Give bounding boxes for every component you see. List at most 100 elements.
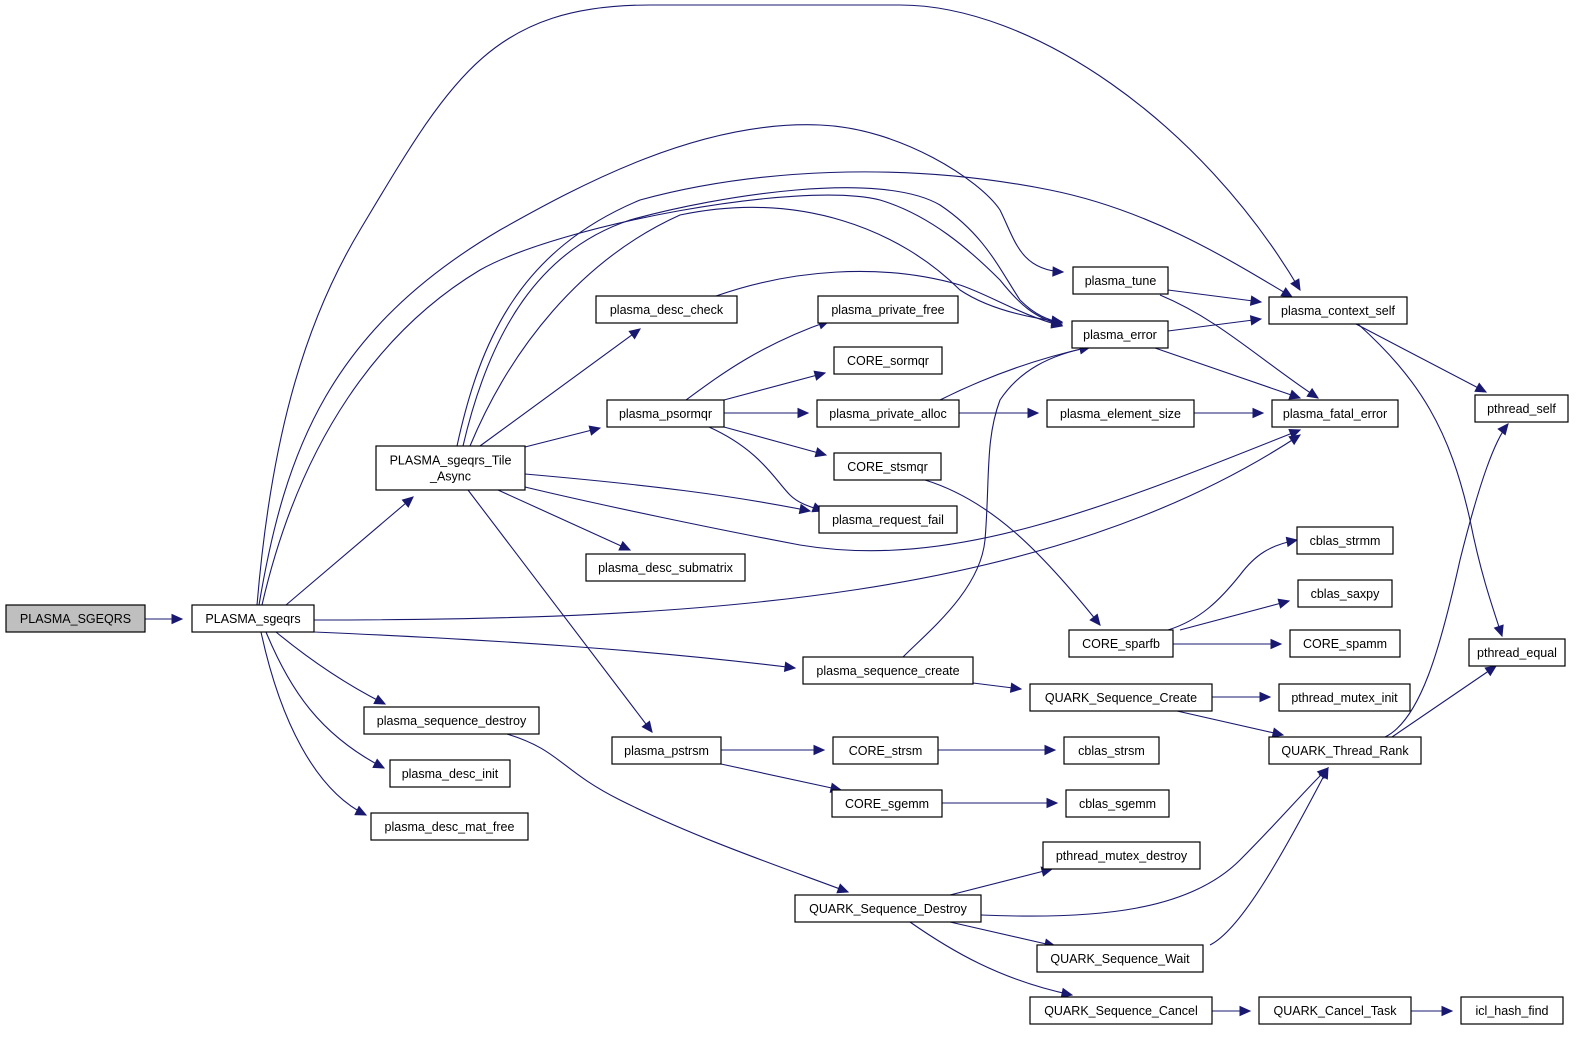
node-box[interactable] [370, 812, 529, 841]
node-plasma-tune[interactable]: plasma_tune [1072, 266, 1169, 295]
node-plasma-fatal-error[interactable]: plasma_fatal_error [1271, 399, 1399, 428]
node-pthread-equal[interactable]: pthread_equal [1468, 638, 1566, 667]
node-quark-sequence-cancel[interactable]: QUARK_Sequence_Cancel [1029, 996, 1213, 1025]
node-label: cblas_strmm [1310, 534, 1381, 548]
edge-line [924, 479, 1101, 626]
node-plasma-desc-mat-free[interactable]: plasma_desc_mat_free [370, 812, 529, 841]
node-box[interactable] [817, 295, 959, 324]
node-label: plasma_request_fail [832, 513, 944, 527]
node-box[interactable] [831, 789, 943, 818]
edge-plasma_pstrsm-to-CORE_sgemm [720, 763, 843, 793]
node-core-strsm[interactable]: CORE_strsm [832, 736, 939, 765]
node-box[interactable] [1029, 683, 1213, 712]
node-quark-sequence-create[interactable]: QUARK_Sequence_Create [1029, 683, 1213, 712]
node-cblas-sgemm[interactable]: cblas_sgemm [1065, 789, 1170, 818]
node-plasma-psormqr[interactable]: plasma_psormqr [606, 399, 725, 428]
arrowhead-icon [1052, 266, 1065, 277]
node-box[interactable] [1271, 399, 1399, 428]
node-box[interactable] [833, 346, 943, 375]
node-box[interactable] [794, 894, 982, 923]
node-plasma-element-size[interactable]: plasma_element_size [1046, 399, 1195, 428]
node-box[interactable] [389, 759, 511, 788]
arrowhead-icon [401, 496, 414, 508]
node-box[interactable] [1036, 944, 1204, 973]
node-box[interactable] [611, 736, 722, 765]
node-plasma-request-fail[interactable]: plasma_request_fail [818, 505, 958, 534]
node-box[interactable] [606, 399, 725, 428]
node-box[interactable] [375, 445, 526, 491]
node-quark-cancel-task[interactable]: QUARK_Cancel_Task [1258, 996, 1412, 1025]
node-core-spamm[interactable]: CORE_spamm [1289, 629, 1401, 658]
edge-QUARK_Cancel_Task-to-icl_hash_find [1411, 1005, 1454, 1017]
edge-line [1357, 323, 1503, 637]
node-plasma-error[interactable]: plasma_error [1071, 320, 1169, 349]
node-box[interactable] [818, 505, 958, 534]
edge-plasma_private_alloc-to-plasma_element_size [959, 407, 1040, 419]
node-cblas-saxpy[interactable]: cblas_saxpy [1297, 579, 1393, 608]
node-quark-sequence-wait[interactable]: QUARK_Sequence_Wait [1036, 944, 1204, 973]
arrowhead-icon [588, 425, 602, 436]
node-box[interactable] [1029, 996, 1213, 1025]
node-box[interactable] [1068, 629, 1174, 658]
node-plasma-sequence-create[interactable]: plasma_sequence_create [802, 656, 974, 685]
node-box[interactable] [1296, 526, 1394, 555]
node-box[interactable] [5, 604, 146, 633]
node-core-sormqr[interactable]: CORE_sormqr [833, 346, 943, 375]
edge-plasma_psormqr-to-plasma_request_fail [708, 426, 825, 513]
edge-line [720, 763, 842, 791]
node-box[interactable] [1468, 638, 1566, 667]
node-quark-thread-rank[interactable]: QUARK_Thread_Rank [1268, 736, 1422, 765]
node-core-sparfb[interactable]: CORE_sparfb [1068, 629, 1174, 658]
node-box[interactable] [363, 706, 540, 735]
node-box[interactable] [1063, 736, 1160, 765]
edge-PLASMA_sgeqrs_Tile_Async-to-plasma_error [469, 206, 1064, 447]
node-label: plasma_desc_check [610, 303, 724, 317]
node-box[interactable] [833, 452, 942, 481]
node-plasma-private-free[interactable]: plasma_private_free [817, 295, 959, 324]
node-plasma-desc-check[interactable]: plasma_desc_check [595, 295, 738, 324]
node-plasma-sgeqrs[interactable]: PLASMA_SGEQRS [5, 604, 146, 633]
node-plasma-desc-init[interactable]: plasma_desc_init [389, 759, 511, 788]
node-box[interactable] [1071, 320, 1169, 349]
edge-PLASMA_sgeqrs_Tile_Async-to-plasma_desc_check [479, 328, 641, 447]
node-pthread-mutex-destroy[interactable]: pthread_mutex_destroy [1042, 841, 1201, 870]
node-pthread-mutex-init[interactable]: pthread_mutex_init [1278, 683, 1411, 712]
node-box[interactable] [1072, 266, 1169, 295]
node-quark-sequence-destroy[interactable]: QUARK_Sequence_Destroy [794, 894, 982, 923]
node-box[interactable] [595, 295, 738, 324]
arrowhead-icon [798, 503, 812, 515]
node-box[interactable] [816, 399, 960, 428]
node-box[interactable] [1268, 296, 1408, 325]
node-cblas-strmm[interactable]: cblas_strmm [1296, 526, 1394, 555]
node-box[interactable] [1278, 683, 1411, 712]
node-box[interactable] [832, 736, 939, 765]
node-plasma-pstrsm[interactable]: plasma_pstrsm [611, 736, 722, 765]
arrowhead-icon [1280, 287, 1294, 298]
node-label: CORE_spamm [1303, 637, 1387, 651]
node-box[interactable] [1460, 996, 1564, 1025]
node-plasma-private-alloc[interactable]: plasma_private_alloc [816, 399, 960, 428]
node-box[interactable] [1268, 736, 1422, 765]
node-box[interactable] [802, 656, 974, 685]
node-plasma-sgeqrs[interactable]: PLASMA_sgeqrs [191, 604, 315, 633]
node-plasma-sequence-destroy[interactable]: plasma_sequence_destroy [363, 706, 540, 735]
node-pthread-self[interactable]: pthread_self [1474, 394, 1569, 423]
node-plasma-context-self[interactable]: plasma_context_self [1268, 296, 1408, 325]
arrowhead-icon [1497, 423, 1509, 436]
node-box[interactable] [1474, 394, 1569, 423]
node-plasma-sgeqrs-tile-async[interactable]: PLASMA_sgeqrs_Tile_Async [375, 445, 526, 491]
node-box[interactable] [1297, 579, 1393, 608]
node-plasma-desc-submatrix[interactable]: plasma_desc_submatrix [585, 553, 746, 582]
node-box[interactable] [1289, 629, 1401, 658]
arrowhead-icon [813, 744, 826, 756]
node-cblas-strsm[interactable]: cblas_strsm [1063, 736, 1160, 765]
node-icl-hash-find[interactable]: icl_hash_find [1460, 996, 1564, 1025]
node-box[interactable] [191, 604, 315, 633]
node-box[interactable] [1258, 996, 1412, 1025]
node-core-stsmqr[interactable]: CORE_stsmqr [833, 452, 942, 481]
node-box[interactable] [585, 553, 746, 582]
node-core-sgemm[interactable]: CORE_sgemm [831, 789, 943, 818]
node-box[interactable] [1042, 841, 1201, 870]
node-box[interactable] [1065, 789, 1170, 818]
node-box[interactable] [1046, 399, 1195, 428]
